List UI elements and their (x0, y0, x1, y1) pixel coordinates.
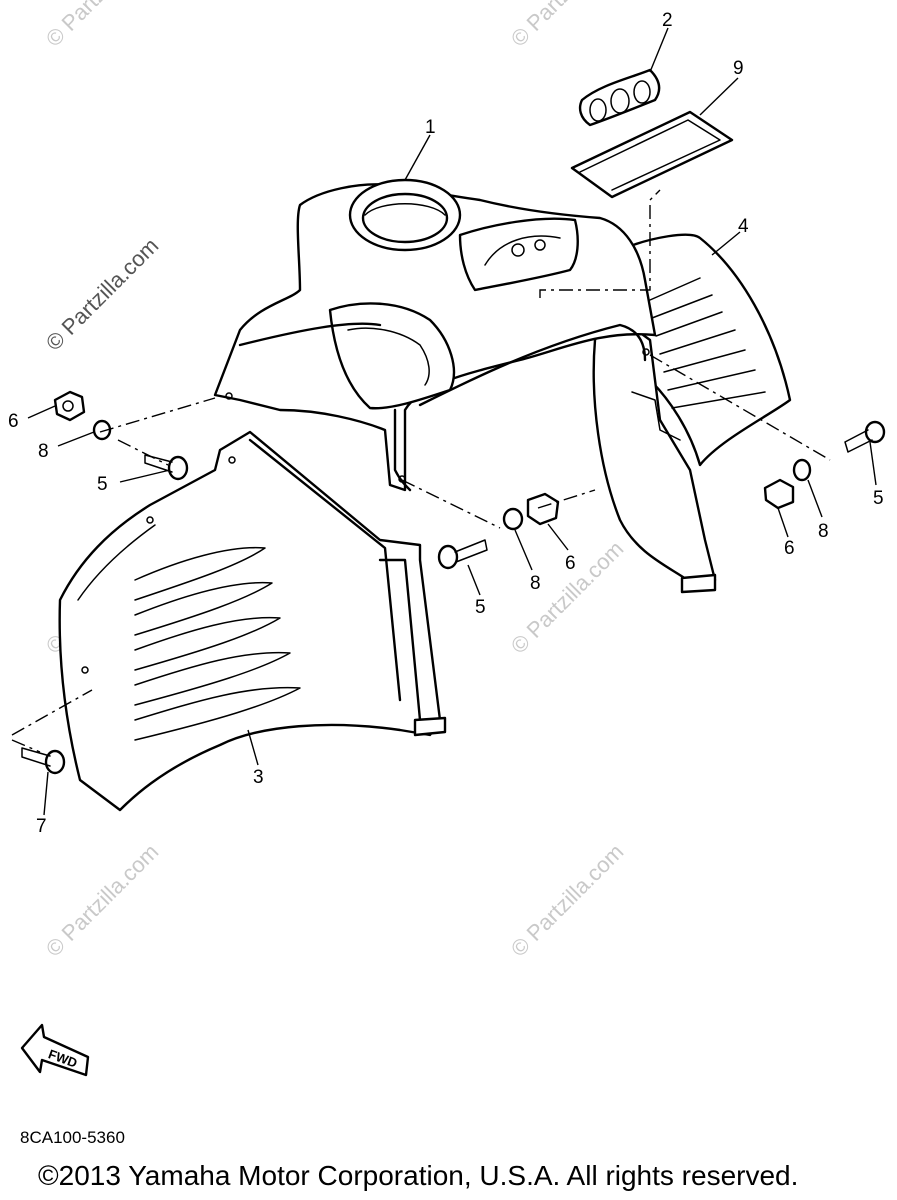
callout-1: 1 (425, 117, 436, 138)
part-8-washer[interactable] (92, 419, 112, 441)
callout-5-left: 5 (97, 474, 108, 495)
part-5-bolt[interactable] (864, 420, 886, 444)
callout-8-right: 8 (818, 521, 829, 542)
part-2-gasket[interactable] (578, 68, 661, 127)
watermark: © Partzilla.com (506, 839, 629, 962)
part-8-washer[interactable] (502, 507, 524, 531)
callout-3: 3 (253, 767, 264, 788)
callout-6-left: 6 (8, 411, 19, 432)
part-4-right-fender[interactable] (592, 233, 792, 594)
part-6-nut[interactable] (763, 478, 795, 510)
callout-6-center: 6 (565, 553, 576, 574)
part-7-bolt[interactable] (21, 747, 66, 775)
leader-lines (27, 27, 877, 816)
watermark: © Partzilla.com (41, 0, 164, 52)
part-3-left-fender[interactable] (58, 430, 447, 812)
hardware-right[interactable] (763, 420, 886, 510)
part-5-bolt[interactable] (437, 544, 459, 570)
part-5-bolt[interactable] (167, 455, 189, 481)
callout-5-center: 5 (475, 597, 486, 618)
callout-8-left: 8 (38, 441, 49, 462)
part-9-plate[interactable] (570, 110, 734, 199)
hardware-center[interactable] (437, 492, 560, 570)
callout-8-center: 8 (530, 573, 541, 594)
part-6-nut[interactable] (53, 390, 86, 422)
callout-6-right: 6 (784, 538, 795, 559)
callout-9: 9 (733, 58, 744, 79)
watermark: © Partzilla.com (506, 0, 629, 52)
callout-7: 7 (36, 816, 47, 837)
watermark: © Partzilla.com (41, 839, 164, 962)
copyright: ©2013 Yamaha Motor Corporation, U.S.A. A… (38, 1160, 799, 1191)
watermarks: © Partzilla.com © Partzilla.com © Partzi… (41, 0, 629, 962)
fwd-arrow-icon: FWD (20, 1023, 90, 1077)
diagram-code: 8CA100-5360 (20, 1128, 125, 1147)
part-1-front-cover[interactable] (213, 178, 657, 492)
assembly-lines (11, 189, 831, 753)
callouts: 1 2 3 4 5 5 5 6 6 6 7 8 8 8 9 (8, 10, 884, 837)
callout-4: 4 (738, 216, 749, 237)
part-8-washer[interactable] (792, 458, 812, 482)
part-6-nut[interactable] (526, 492, 560, 526)
hardware-left[interactable] (53, 390, 189, 481)
callout-5-right: 5 (873, 488, 884, 509)
watermark: © Partzilla.com (41, 233, 164, 356)
speedometer-housing (348, 178, 462, 252)
callout-2: 2 (662, 10, 673, 31)
